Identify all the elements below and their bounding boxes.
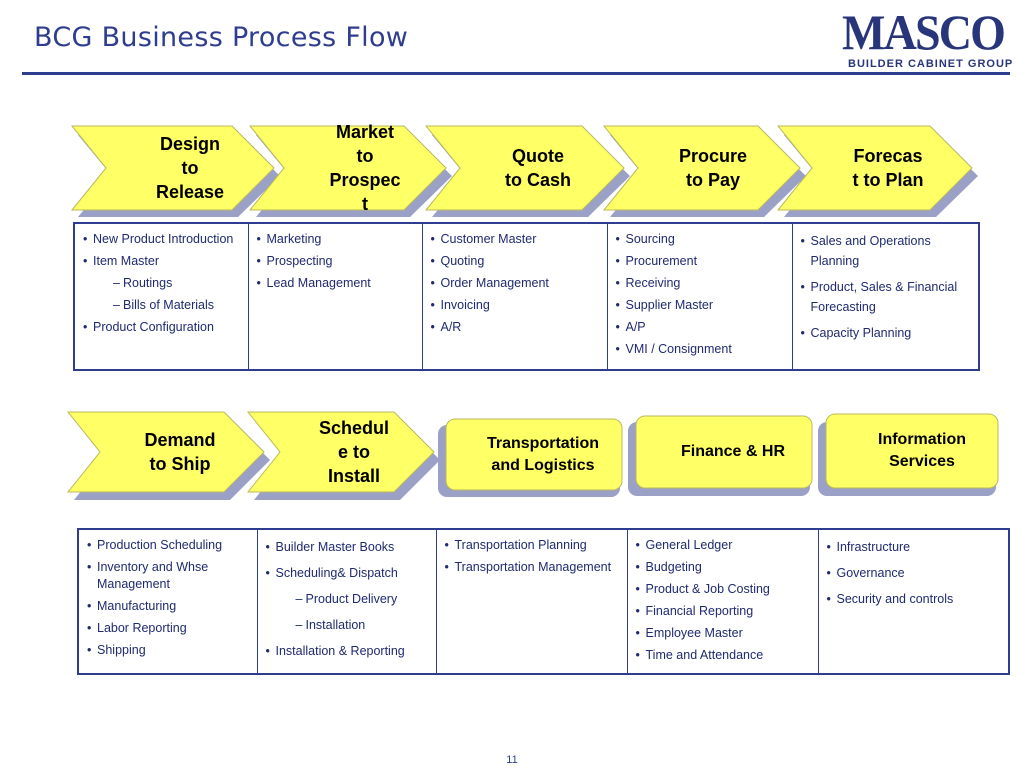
stage-label-transportation-and-logistics: Transportation and Logistics <box>486 434 599 474</box>
table-cell-quote-to-cash: Customer Master Quoting Order Management… <box>421 222 608 371</box>
stage-label-information-services: Information Services <box>878 431 966 470</box>
list-item: New Product Introduction <box>83 231 242 248</box>
table-row: New Product Introduction Item Master Rou… <box>73 222 980 371</box>
list-item: Lead Management <box>257 275 416 292</box>
list-item: Procurement <box>616 253 786 270</box>
list-item: Invoicing <box>431 297 601 314</box>
list-item: Product & Job Costing <box>636 581 812 598</box>
list-item: Labor Reporting <box>87 620 251 637</box>
stage-label-design-to-release: Design to Release <box>155 134 225 202</box>
list-item: Receiving <box>616 275 786 292</box>
list-transportation-and-logistics: Transportation Planning Transportation M… <box>445 537 621 576</box>
list-item: Production Scheduling <box>87 537 251 554</box>
list-item: Scheduling& Dispatch <box>266 563 430 583</box>
table-cell-procure-to-pay: Sourcing Procurement Receiving Supplier … <box>606 222 793 371</box>
stage-shape-forecast-to-plan <box>776 125 978 217</box>
table-cell-forecast-to-plan: Sales and Operations Planning Product, S… <box>791 222 980 371</box>
stage-label-demand-to-ship: Demand to Ship <box>144 430 216 474</box>
logo-tagline: BUILDER CABINET GROUP <box>848 58 1014 70</box>
list-item: A/P <box>616 319 786 336</box>
list-item: Financial Reporting <box>636 603 812 620</box>
table-cell-demand-to-ship: Production Scheduling Inventory and Whse… <box>77 528 258 675</box>
list-forecast-to-plan: Sales and Operations Planning Product, S… <box>801 231 973 343</box>
list-item: A/R <box>431 319 601 336</box>
list-item: Manufacturing <box>87 598 251 615</box>
list-procure-to-pay: Sourcing Procurement Receiving Supplier … <box>616 231 786 358</box>
list-item: Marketing <box>257 231 416 248</box>
stage-shape-quote-to-cash <box>424 125 630 217</box>
list-item: Time and Attendance <box>636 647 812 664</box>
list-quote-to-cash: Customer Master Quoting Order Management… <box>431 231 601 336</box>
stage-label-forecast-to-plan: Forecas t to Plan <box>852 146 924 190</box>
list-information-services: Infrastructure Governance Security and c… <box>827 537 1003 609</box>
page-title: BCG Business Process Flow <box>34 22 409 53</box>
table-cell-schedule-to-install: Builder Master Books Scheduling& Dispatc… <box>256 528 437 675</box>
stage-shape-information-services <box>818 413 999 496</box>
list-demand-to-ship: Production Scheduling Inventory and Whse… <box>87 537 251 659</box>
title-divider <box>22 72 1010 75</box>
list-subitem: Bills of Materials <box>83 297 242 314</box>
list-design-to-release: New Product Introduction Item Master Rou… <box>83 231 242 336</box>
list-subitem: Product Delivery <box>266 589 430 609</box>
list-item: VMI / Consignment <box>616 341 786 358</box>
list-item: Item Master <box>83 253 242 270</box>
table-cell-design-to-release: New Product Introduction Item Master Rou… <box>73 222 249 371</box>
list-item: Shipping <box>87 642 251 659</box>
masco-logo: MASCO BUILDER CABINET GROUP <box>840 4 1016 70</box>
stage-shape-demand-to-ship <box>66 411 270 500</box>
list-item: Prospecting <box>257 253 416 270</box>
list-item: Inventory and Whse Management <box>87 559 251 593</box>
stage-shape-design-to-release <box>70 125 280 217</box>
table-row: Production Scheduling Inventory and Whse… <box>77 528 1010 675</box>
logo-wordmark: MASCO <box>842 4 1006 60</box>
table-cell-finance-and-hr: General Ledger Budgeting Product & Job C… <box>626 528 819 675</box>
stage-shape-transportation-and-logistics <box>438 418 623 497</box>
row1-description-table: New Product Introduction Item Master Rou… <box>73 222 980 371</box>
list-item: Customer Master <box>431 231 601 248</box>
stage-shape-market-to-prospect <box>248 125 452 217</box>
list-item: Order Management <box>431 275 601 292</box>
stage-label-quote-to-cash: Quote to Cash <box>504 146 571 190</box>
list-item: Transportation Planning <box>445 537 621 554</box>
list-schedule-to-install: Builder Master Books Scheduling& Dispatc… <box>266 537 430 661</box>
row2-description-table: Production Scheduling Inventory and Whse… <box>77 528 1010 675</box>
stage-label-schedule-to-install: Schedul e to Install <box>318 418 389 486</box>
list-item: General Ledger <box>636 537 812 554</box>
table-cell-transportation-and-logistics: Transportation Planning Transportation M… <box>435 528 628 675</box>
list-item: Quoting <box>431 253 601 270</box>
list-item: Supplier Master <box>616 297 786 314</box>
list-subitem: Routings <box>83 275 242 292</box>
list-item: Budgeting <box>636 559 812 576</box>
stage-label-finance-and-hr: Finance & HR <box>680 443 785 460</box>
list-item: Installation & Reporting <box>266 641 430 661</box>
list-item: Transportation Management <box>445 559 621 576</box>
list-item: Employee Master <box>636 625 812 642</box>
table-cell-market-to-prospect: Marketing Prospecting Lead Management <box>247 222 423 371</box>
stage-label-procure-to-pay: Procure to Pay <box>678 146 748 190</box>
list-item: Sales and Operations Planning <box>801 231 973 271</box>
list-item: Product, Sales & Financial Forecasting <box>801 277 973 317</box>
list-item: Governance <box>827 563 1003 583</box>
list-item: Product Configuration <box>83 319 242 336</box>
list-item: Builder Master Books <box>266 537 430 557</box>
list-market-to-prospect: Marketing Prospecting Lead Management <box>257 231 416 292</box>
stage-label-market-to-prospect: Market to Prospec t <box>329 122 401 214</box>
list-finance-and-hr: General Ledger Budgeting Product & Job C… <box>636 537 812 664</box>
table-cell-information-services: Infrastructure Governance Security and c… <box>817 528 1010 675</box>
stage-shape-procure-to-pay <box>602 125 806 217</box>
list-item: Capacity Planning <box>801 323 973 343</box>
stage-shape-schedule-to-install <box>246 411 440 500</box>
page-number: 11 <box>506 754 518 766</box>
list-subitem: Installation <box>266 615 430 635</box>
list-item: Infrastructure <box>827 537 1003 557</box>
stage-shape-finance-and-hr <box>628 415 813 496</box>
list-item: Sourcing <box>616 231 786 248</box>
list-item: Security and controls <box>827 589 1003 609</box>
